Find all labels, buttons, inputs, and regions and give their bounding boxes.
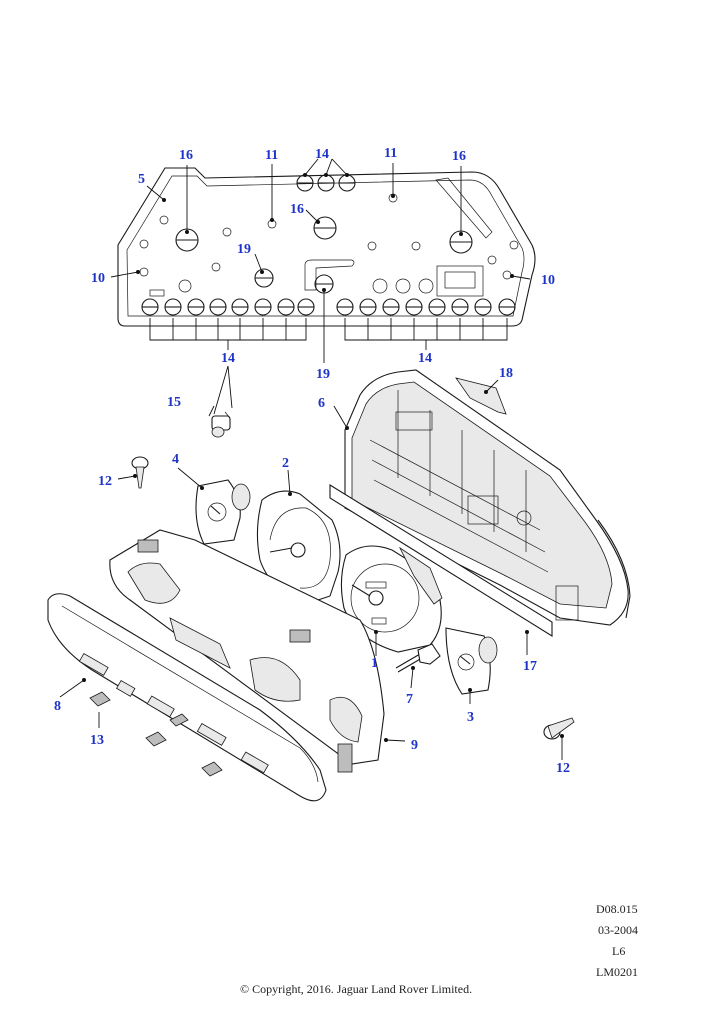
leader-line	[110, 271, 139, 278]
circuit-board	[117, 167, 536, 327]
speedometer	[340, 545, 443, 653]
instrument-housing	[344, 369, 631, 626]
leader-line	[59, 679, 85, 698]
leader-line	[177, 467, 203, 489]
leader-line	[333, 405, 348, 429]
callout-label: 2	[282, 456, 289, 471]
fuel-gauge	[445, 627, 498, 695]
leader-dot	[324, 173, 328, 177]
leader-line	[325, 158, 333, 176]
temperature-gauge	[195, 479, 251, 545]
bracket-line	[149, 318, 307, 350]
leader-line	[385, 739, 406, 742]
callout-label: 16	[452, 149, 466, 164]
tachometer	[256, 490, 341, 605]
callout-label: 18	[499, 366, 513, 381]
drawing-date: 03-2004	[598, 923, 638, 937]
callout-label: 10	[541, 273, 555, 288]
callout-label: 6	[318, 396, 325, 411]
leader-dot	[525, 630, 529, 634]
leader-dot	[162, 198, 166, 202]
callout-label: 14	[418, 351, 432, 366]
callout-label: 5	[138, 172, 145, 187]
reflector-strip	[455, 377, 507, 415]
leader-lines	[59, 158, 564, 760]
leader-dot	[270, 218, 274, 222]
bracket-line	[344, 318, 508, 350]
leader-dot	[510, 274, 514, 278]
callout-label: 12	[556, 761, 570, 776]
leader-dot	[391, 194, 395, 198]
leader-dot	[200, 486, 204, 490]
callout-label: 17	[523, 659, 537, 674]
leader-dot	[459, 232, 463, 236]
callout-label: 7	[406, 692, 413, 707]
leader-dot	[560, 734, 564, 738]
light-guide-strip	[329, 484, 553, 637]
leader-line	[485, 379, 499, 393]
leader-dot	[374, 630, 378, 634]
leader-dot	[185, 230, 189, 234]
callout-label: 1	[371, 656, 378, 671]
leader-dot	[484, 390, 488, 394]
leader-line	[304, 158, 319, 176]
callout-label: 10	[91, 271, 105, 286]
leader-line	[213, 365, 233, 415]
callout-label: 11	[265, 148, 278, 163]
callout-label: 9	[411, 738, 418, 753]
leader-line	[305, 209, 319, 223]
callout-label: 13	[90, 733, 104, 748]
leader-dot	[384, 738, 388, 742]
leader-line	[410, 667, 414, 689]
leader-line	[117, 475, 136, 480]
leader-line	[146, 185, 165, 201]
leader-dot	[468, 688, 472, 692]
leader-dot	[345, 426, 349, 430]
leader-dot	[322, 288, 326, 292]
callout-label: 12	[98, 474, 112, 489]
trip-reset-knob	[395, 643, 441, 673]
callout-label: 11	[384, 146, 397, 161]
dial-mask	[109, 529, 385, 773]
callout-label: 3	[467, 710, 474, 725]
leader-line	[254, 253, 263, 273]
leader-dot	[411, 666, 415, 670]
drawing-reference: D08.015	[596, 902, 638, 916]
foam-pads	[89, 691, 223, 777]
leader-dot	[136, 270, 140, 274]
drawing-model: L6	[612, 944, 626, 958]
callout-label: 19	[316, 367, 330, 382]
callout-label: 19	[237, 242, 251, 257]
front-lens	[47, 593, 327, 802]
leader-line	[208, 405, 215, 417]
callout-label: 16	[290, 202, 304, 217]
copyright-notice: © Copyright, 2016. Jaguar Land Rover Lim…	[240, 982, 473, 996]
callout-label: 4	[172, 452, 179, 467]
leader-line	[511, 275, 531, 280]
screw	[543, 717, 575, 740]
leader-dot	[288, 492, 292, 496]
leader-dot	[260, 270, 264, 274]
screw	[131, 456, 149, 489]
callout-label: 16	[179, 148, 193, 163]
drawing-code: LM0201	[596, 965, 638, 979]
leader-line	[331, 158, 348, 176]
leader-dot	[345, 173, 349, 177]
callout-labels: 1 2 3 4 5 6 7 8 9 10 10 11 11 12 12 13 1…	[54, 146, 570, 776]
callout-label: 14	[315, 147, 329, 162]
callout-label: 14	[221, 351, 235, 366]
leader-dot	[82, 678, 86, 682]
leader-dot	[133, 474, 137, 478]
callout-label: 8	[54, 699, 61, 714]
leader-line	[287, 469, 291, 495]
callout-label: 15	[167, 395, 181, 410]
leader-dot	[303, 173, 307, 177]
leader-dot	[316, 220, 320, 224]
bulb-holder	[211, 411, 231, 438]
